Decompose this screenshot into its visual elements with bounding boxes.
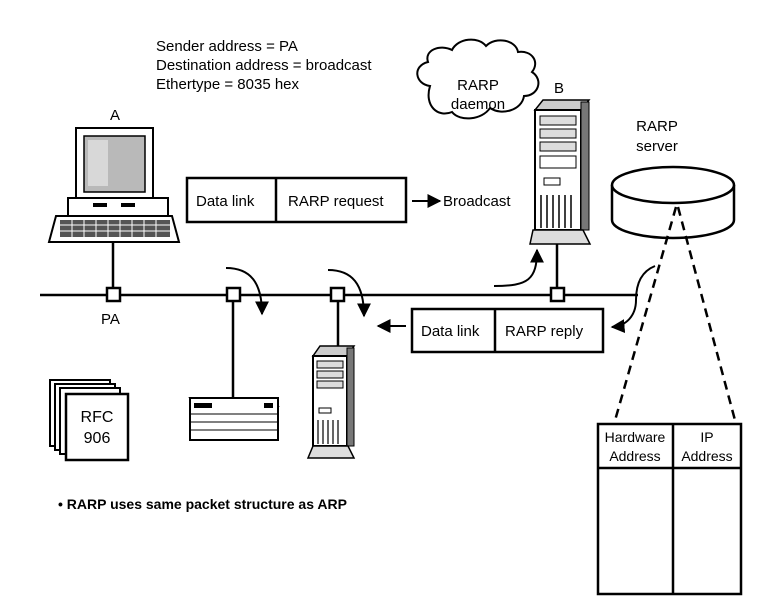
sender-address-text: Sender address = PA [156, 38, 298, 55]
dashed-line-right [676, 206, 738, 425]
desktop-unit-icon [188, 397, 280, 441]
reply-datalink-field: Data link [421, 323, 480, 340]
daemon-label-line2: daemon [451, 96, 505, 113]
rfc-label-line1: RFC [81, 409, 114, 426]
hardware-address-header-line2: Address [609, 448, 660, 464]
frame-info: Sender address = PA Destination address … [156, 38, 372, 93]
request-datalink-field: Data link [196, 193, 255, 210]
request-payload-field: RARP request [288, 193, 384, 210]
address-table [596, 422, 743, 596]
tower-node-icon [306, 345, 356, 459]
daemon-label-line1: RARP [457, 77, 499, 94]
tap-a [105, 286, 122, 303]
broadcast-label: Broadcast [443, 193, 511, 210]
server-label-line1: RARP [636, 118, 678, 135]
host-a-label: A [110, 107, 120, 124]
rfc-document-stack-icon [49, 379, 130, 462]
pa-label: PA [101, 311, 120, 328]
host-b-label: B [554, 80, 564, 97]
tap-node1 [225, 286, 242, 303]
ip-address-header-line2: Address [681, 448, 732, 464]
server-reply-arrow [610, 265, 656, 334]
ip-address-header-line1: IP [700, 429, 713, 445]
node2-arrow [327, 269, 371, 318]
rarp-reply-packet: Data link RARP reply [410, 307, 605, 354]
daemon-cloud [416, 38, 540, 120]
footnote: • RARP uses same packet structure as ARP [58, 496, 347, 512]
tap-b [549, 286, 566, 303]
host-b-incoming-arrow [493, 248, 544, 287]
dashed-line-left [612, 206, 678, 425]
host-a-computer-icon [47, 127, 181, 243]
tap-node2 [329, 286, 346, 303]
node1-arrow [225, 267, 269, 316]
rarp-server-database-icon [610, 165, 736, 240]
server-label-line2: server [636, 138, 678, 155]
rfc-label-line2: 906 [84, 430, 111, 447]
ethertype-text: Ethertype = 8035 hex [156, 76, 300, 93]
destination-address-text: Destination address = broadcast [156, 57, 372, 74]
reply-payload-field: RARP reply [505, 323, 584, 340]
rarp-request-packet: Data link RARP request [185, 176, 408, 224]
hardware-address-header-line1: Hardware [605, 429, 666, 445]
host-b-tower-icon [529, 99, 592, 245]
